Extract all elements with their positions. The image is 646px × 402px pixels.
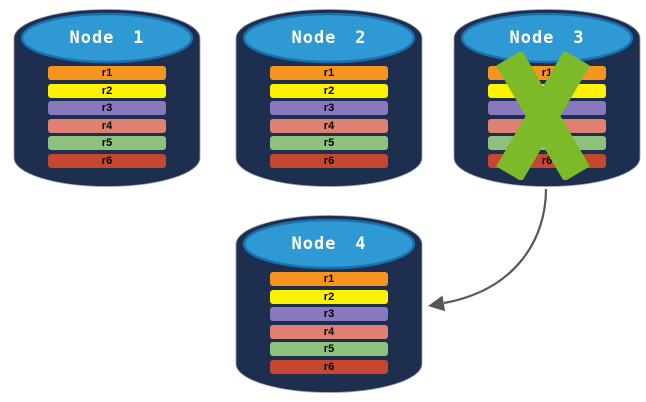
replica-row-r5: r5 xyxy=(48,136,166,150)
node-title: Node 1 xyxy=(69,28,145,48)
replica-row-r6: r6 xyxy=(48,153,166,168)
replica-row-r3: r3 xyxy=(270,307,388,321)
replica-row-r4: r4 xyxy=(270,118,388,133)
failure-x-icon xyxy=(496,52,590,180)
replica-row-r1: r1 xyxy=(270,66,388,80)
replica-row-r2: r2 xyxy=(270,289,388,304)
replica-row-r4: r4 xyxy=(270,324,388,339)
replica-rows: r1 r2 r3 r4 r5 r6 xyxy=(48,66,166,168)
replica-row-r4: r4 xyxy=(48,118,166,133)
node-title: Node 3 xyxy=(509,28,585,48)
node-4: Node 4 r1 r2 r3 r4 r5 r6 xyxy=(234,214,424,394)
replica-row-r5: r5 xyxy=(270,136,388,150)
replica-row-r5: r5 xyxy=(270,342,388,356)
node-title: Node 4 xyxy=(291,234,367,254)
node-1: Node 1 r1 r2 r3 r4 r5 r6 xyxy=(12,8,202,188)
node-3: Node 3 r1 r2 r3 r4 r5 r6 xyxy=(452,8,642,188)
replica-rows: r1 r2 r3 r4 r5 r6 xyxy=(270,272,388,374)
node-2: Node 2 r1 r2 r3 r4 r5 r6 xyxy=(234,8,424,188)
replica-row-r1: r1 xyxy=(270,272,388,286)
replica-row-r3: r3 xyxy=(48,101,166,115)
replica-row-r2: r2 xyxy=(270,83,388,98)
replica-row-r6: r6 xyxy=(270,359,388,374)
node-title: Node 2 xyxy=(291,28,367,48)
replica-row-r6: r6 xyxy=(270,153,388,168)
replica-row-r3: r3 xyxy=(270,101,388,115)
replica-row-r1: r1 xyxy=(48,66,166,80)
replica-row-r2: r2 xyxy=(48,83,166,98)
replica-rows: r1 r2 r3 r4 r5 r6 xyxy=(270,66,388,168)
